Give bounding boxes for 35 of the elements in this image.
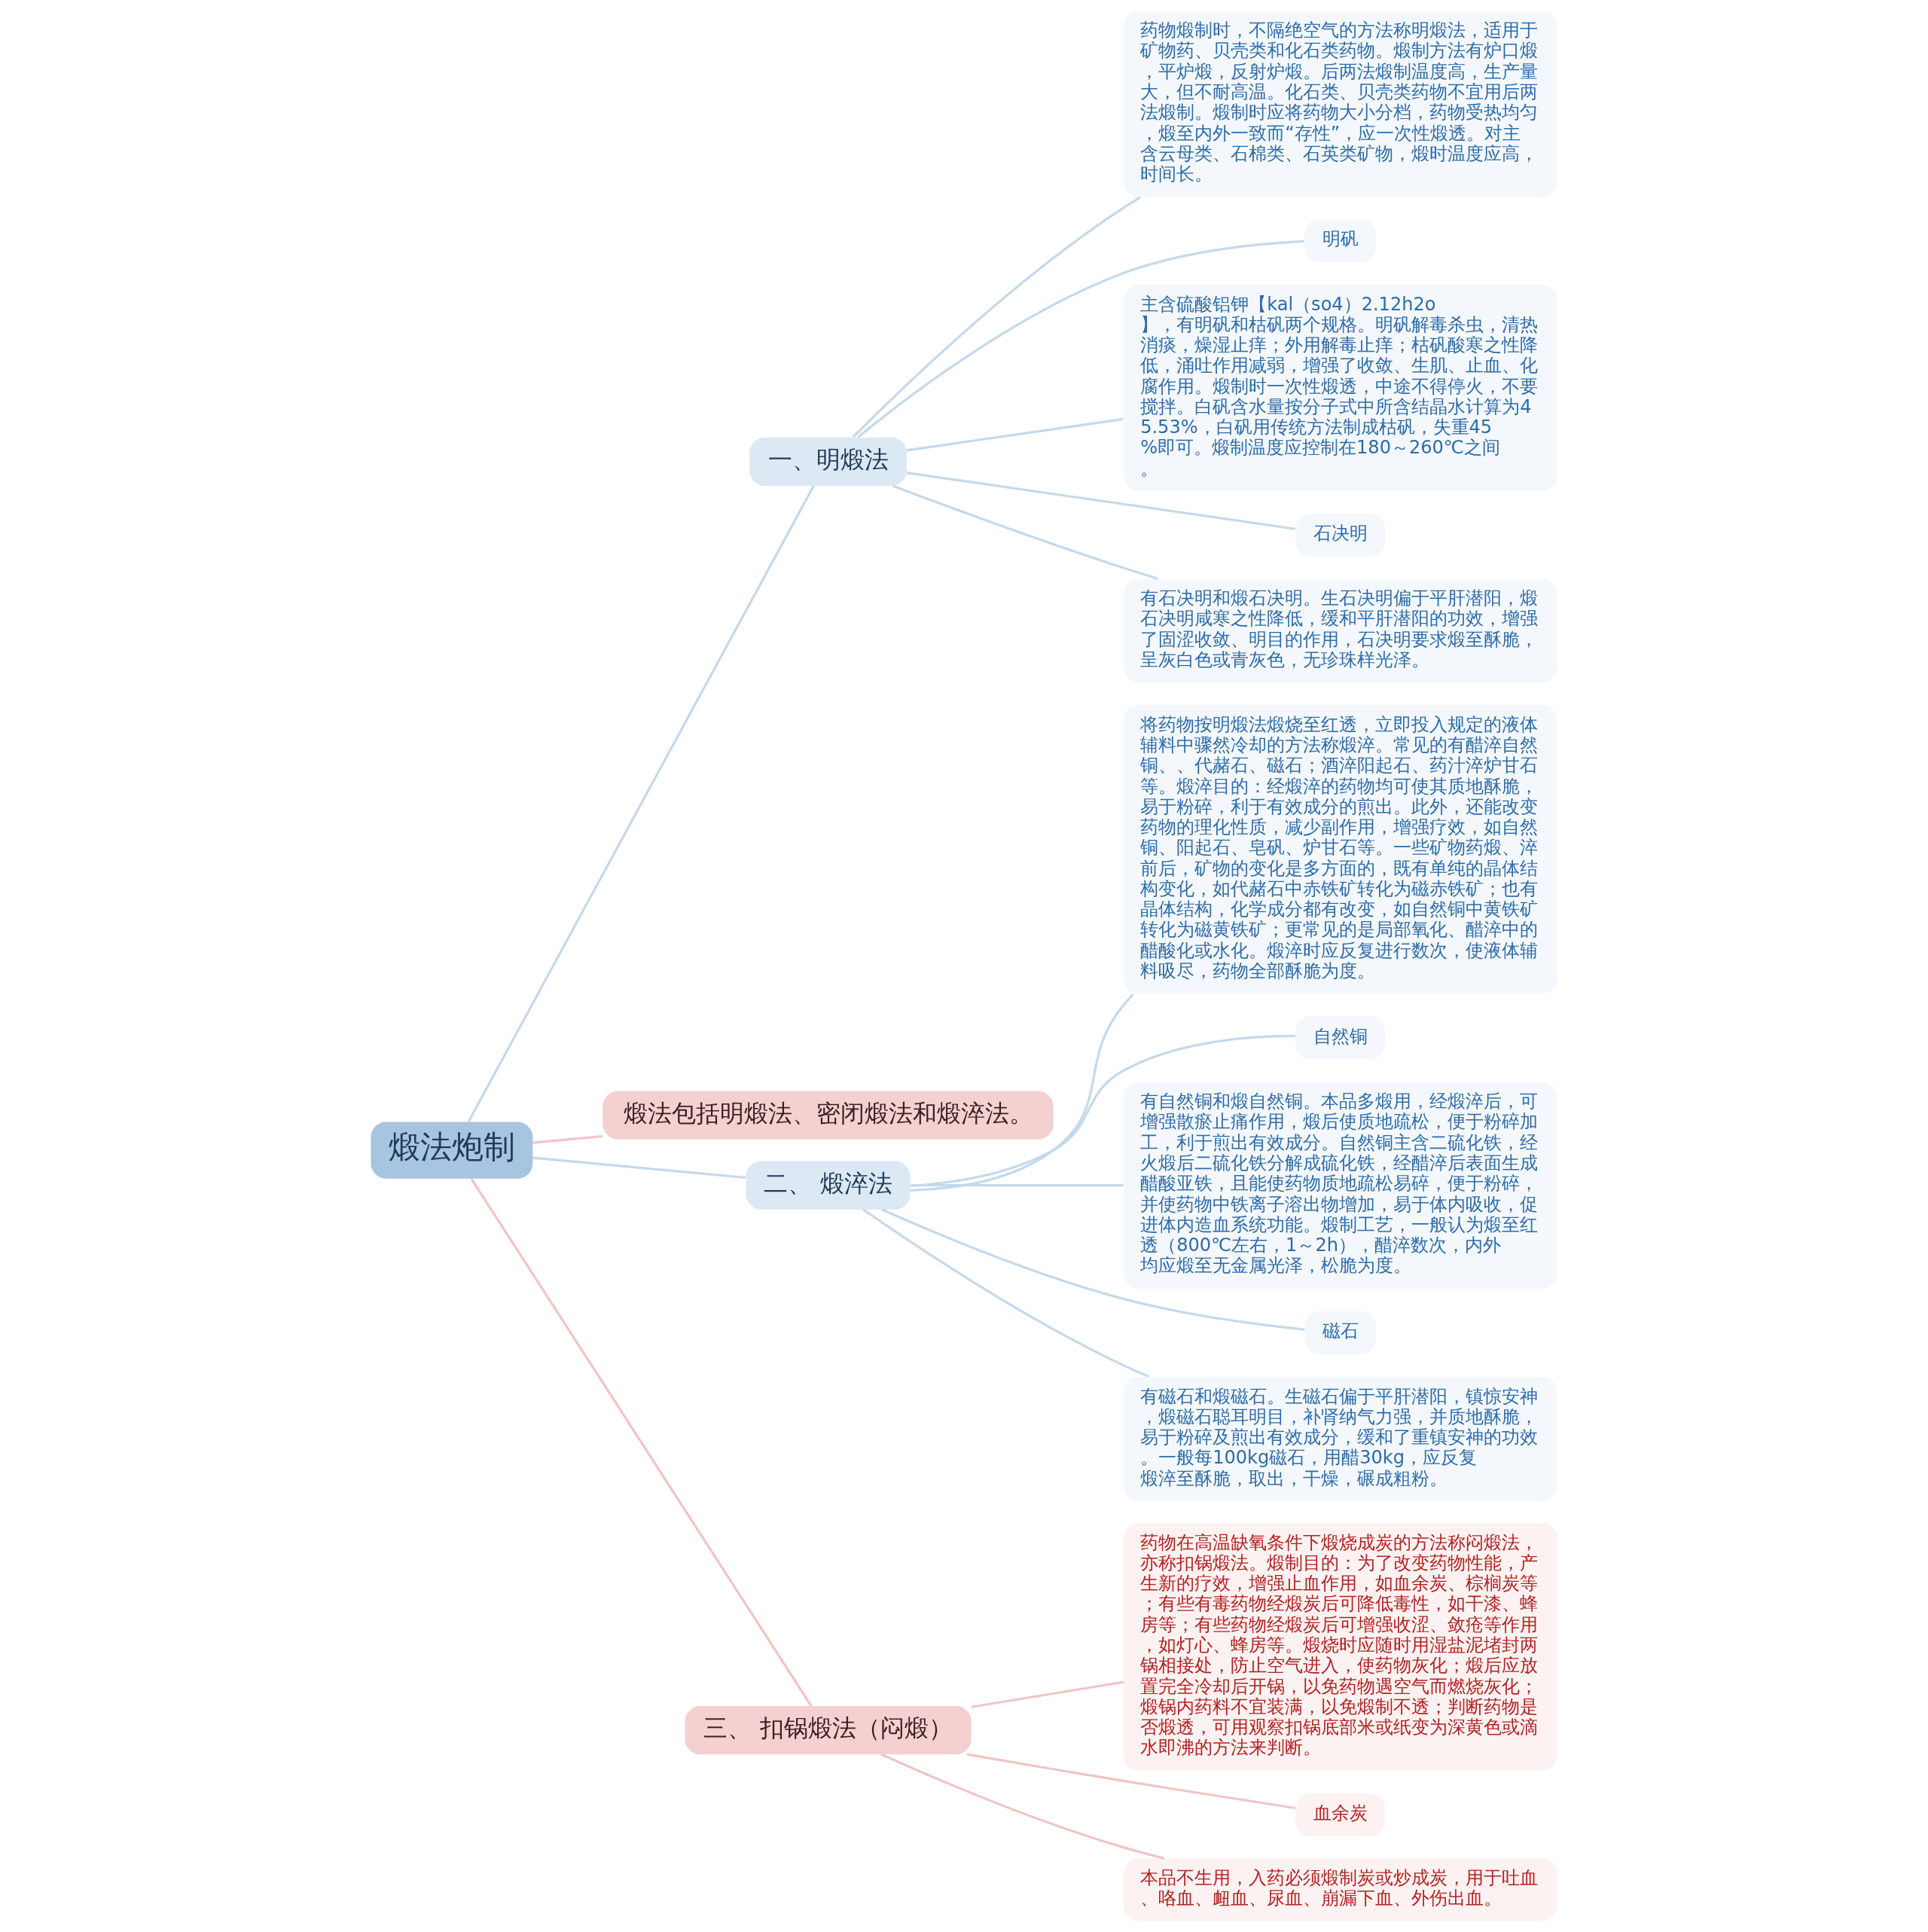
connector <box>971 1680 1124 1708</box>
connector <box>906 417 1124 452</box>
connector <box>532 1134 603 1144</box>
node-box: 主含硫酸铝钾【kal（so4）2.12h2o】，有明矾和枯矾两个规格。明矾解毒杀虫，清热消痰，燥湿止痒；外用解毒止痒；枯矾酸寒之性降低，涌吐作用减弱，增强了收敛、生肌、止血、化腐作用。煅制时一次性煅透，中途不得停火，不要搅拌。白矾含水量按分子式中所含结晶水计算为45.53%，白矾用传统方法制成枯矾，失重45%即可。煅制温度应控制在180～260℃之间。 <box>1123 284 1557 492</box>
connector <box>852 196 1142 438</box>
node-box: 煅法炮制 <box>371 1122 533 1179</box>
node-box: 煅法包括明煅法、密闭煅法和煅淬法。 <box>602 1091 1054 1140</box>
node-box: 石决明 <box>1295 513 1385 557</box>
node-box: 自然铜 <box>1295 1016 1385 1060</box>
connector <box>906 472 1296 530</box>
node-box: 二、 煅淬法 <box>746 1161 911 1210</box>
node-box: 药物煅制时，不隔绝空气的方法称明煅法，适用于矿物药、贝壳类和化石类药物。煅制方法有炉口煅，平炉煅，反射炉煅。后两法煅制温度高，生产量大，但不耐高温。化石类、贝壳类药物不宜用后两法煅制。煅制时应将药物大小分档，药物受热均匀，煅至内外一致而“存性”，应一次性煅透。对主含云母类、石棉类、石英类矿物，煅时温度应高，时间长。 <box>1123 11 1557 197</box>
node-box: 明矾 <box>1304 218 1376 263</box>
node-box: 本品不生用，入药必须煅制炭或炒成炭，用于吐血、咯血、衄血、尿血、崩漏下血、外伤出血。 <box>1123 1858 1557 1921</box>
node-box: 一、明煅法 <box>749 437 907 486</box>
connector <box>880 1753 1165 1860</box>
connector <box>910 1034 1296 1187</box>
node-box: 有自然铜和煅自然铜。本品多煅用，经煅淬后，可增强散瘀止痛作用，煅后使质地疏松，便于粉碎加工，利于煎出有效成分。自然铜主含二硫化铁，经火煅后二硫化铁分解成硫化铁，经醋淬后表面生成醋酸亚铁，且能使药物质地疏松易碎，便于粉碎，并使药物中铁离子溶出物增加，易于体内吸收，促进体内造血系统功能。煅制工艺，一般认为煅至红透（800℃左右，1～2h），醋淬数次，内外均应煅至无金属光泽，松脆为度。 <box>1123 1082 1557 1289</box>
node-box: 有石决明和煅石决明。生石决明偏于平肝潜阳，煅石决明咸寒之性降低，缓和平肝潜阳的功效，增强了固涩收敛、明目的作用，石决明要求煅至酥脆，呈灰白色或青灰色，无珍珠样光泽。 <box>1123 578 1557 683</box>
connector <box>966 1753 1296 1810</box>
node-box: 有磁石和煅磁石。生磁石偏于平肝潜阳，镇惊安神，煅磁石聪耳明目，补肾纳气力强，并质地酥脆，易于粉碎及煎出有效成分，缓和了重镇安神的功效。一般每100kg磁石，用醋30kg，应反复煅淬至酥脆，取出，干燥，碾成粗粉。 <box>1123 1376 1557 1502</box>
connector <box>910 993 1134 1192</box>
node-box: 三、 扣锅煅法（闷煅） <box>685 1705 972 1755</box>
connector <box>470 1178 813 1707</box>
node-box: 将药物按明煅法煅烧至红透，立即投入规定的液体辅料中骤然冷却的方法称煅淬。常见的有醋淬自然铜、、代赭石、磁石；酒淬阳起石、药汁淬炉甘石等。煅淬目的：经煅淬的药物均可使其质地酥脆，易于粉碎，利于有效成分的煎出。此外，还能改变药物的理化性质，减少副作用，增强疗效，如自然铜、阳起石、皂矾、炉甘石等。一些矿物药煅、淬前后，矿物的变化是多方面的，既有单纯的晶体结构变化，如代赭石中赤铁矿转化为磁赤铁矿；也有晶体结构，化学成分都有改变，如自然铜中黄铁矿转化为磁黄铁矿；更常见的是局部氧化、醋淬中的醋酸化或水化。煅淬时应反复进行数次，使液体辅料吸尽，药物全部酥脆为度。 <box>1123 705 1557 994</box>
connector <box>892 484 1158 580</box>
connector <box>467 485 815 1122</box>
connector <box>532 1156 746 1180</box>
connector <box>857 240 1305 438</box>
node-box: 血余炭 <box>1295 1793 1385 1837</box>
connector <box>862 1208 1150 1378</box>
connector <box>911 1184 1124 1187</box>
connector <box>881 1208 1305 1331</box>
node-box: 磁石 <box>1304 1311 1376 1355</box>
node-box: 药物在高温缺氧条件下煅烧成炭的方法称闷煅法，亦称扣锅煅法。煅制目的：为了改变药物性能，产生新的疗效，增强止血作用，如血余炭、棕榈炭等；有些有毒药物经煅炭后可降低毒性，如干漆、蜂房等；有些药物经煅炭后可增强收涩、敛疮等作用，如灯心、蜂房等。煅烧时应随时用湿盐泥堵封两锅相接处，防止空气进入，使药物灰化；煅后应放置完全冷却后开锅，以免药物遇空气而燃烧灰化；煅锅内药料不宜装满，以免煅制不透；判断药物是否煅透，可用观察扣锅底部米或纸变为深黄色或滴水即沸的方法来判断。 <box>1123 1522 1557 1771</box>
